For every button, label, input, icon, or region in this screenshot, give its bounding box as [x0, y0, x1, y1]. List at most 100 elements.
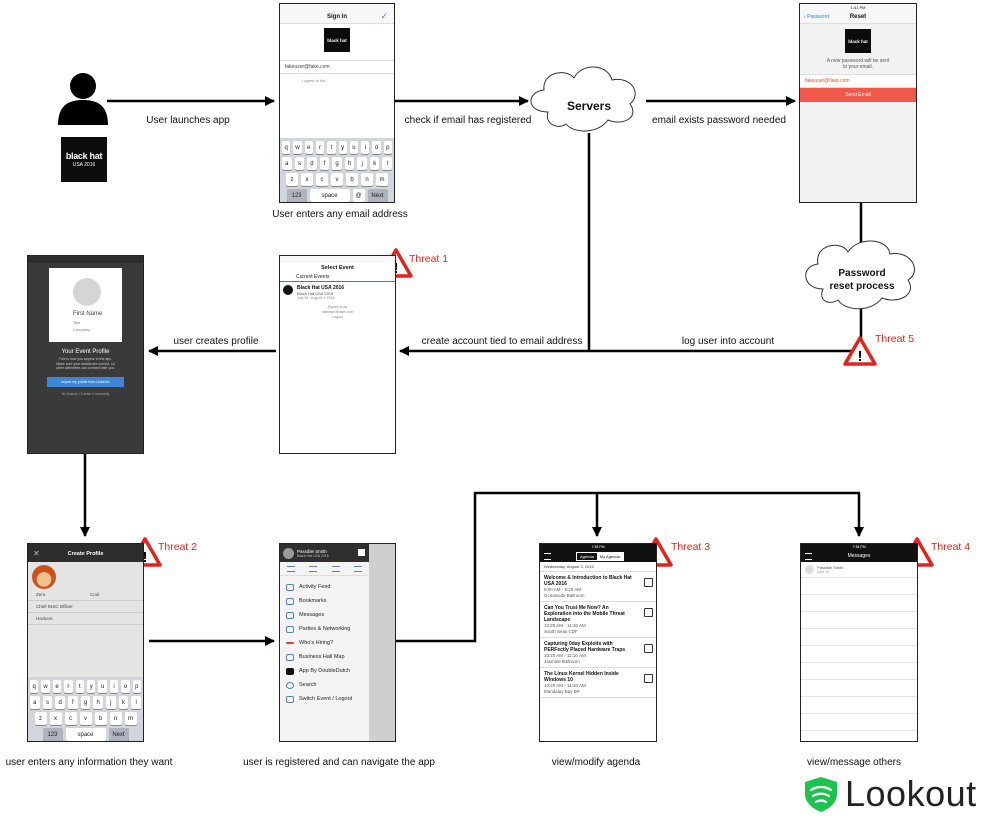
- menu-item-messages[interactable]: Messages: [280, 608, 369, 622]
- tab-agenda[interactable]: Agenda: [580, 554, 594, 559]
- key-v[interactable]: v: [79, 712, 92, 725]
- agenda-item[interactable]: The Linux Kernel Hidden Inside Windows 1…: [540, 668, 656, 698]
- key-q[interactable]: q: [29, 680, 39, 693]
- key-s[interactable]: s: [294, 157, 305, 170]
- create-keyboard[interactable]: q w e r t y u i o p a s d f g h j k l z …: [28, 677, 143, 741]
- key-v[interactable]: v: [331, 173, 343, 186]
- key-j[interactable]: j: [106, 696, 116, 709]
- key-d[interactable]: d: [55, 696, 65, 709]
- key-n[interactable]: n: [109, 712, 122, 725]
- skip-link[interactable]: No thanks, I'll enter it manually: [61, 391, 110, 396]
- key-n[interactable]: n: [361, 173, 373, 186]
- key-o[interactable]: o: [372, 141, 381, 154]
- key-h[interactable]: h: [93, 696, 104, 709]
- agenda-item[interactable]: Can You Trust Me Now? An Exploration int…: [540, 602, 656, 638]
- key-l[interactable]: l: [382, 157, 393, 170]
- agenda-item[interactable]: Capturing 0day Exploits with PERFectly P…: [540, 638, 656, 668]
- key-f[interactable]: f: [319, 157, 330, 170]
- agenda-item[interactable]: Welcome & Introduction to Black Hat USA …: [540, 572, 656, 602]
- key-q[interactable]: q: [282, 141, 291, 154]
- menu-item-activity-feed[interactable]: Activity Feed: [280, 580, 369, 594]
- import-linkedin-button[interactable]: Import my profile from LinkedIn: [47, 376, 124, 387]
- key-a[interactable]: a: [281, 157, 292, 170]
- reset-email-field[interactable]: fakeuser@fake.com: [800, 74, 916, 88]
- close-icon[interactable]: ✕: [33, 549, 40, 558]
- key-z[interactable]: z: [286, 173, 298, 186]
- key-d[interactable]: d: [307, 157, 317, 170]
- list-icon[interactable]: [309, 565, 318, 572]
- key-a[interactable]: a: [29, 696, 40, 709]
- key-p[interactable]: p: [132, 680, 142, 693]
- company-field[interactable]: Hackers: [28, 613, 143, 625]
- menu-item-doubledutch[interactable]: App By DoubleDutch: [280, 664, 369, 678]
- key-i[interactable]: i: [361, 141, 370, 154]
- menu-item-search[interactable]: Search: [280, 678, 369, 692]
- list-icon[interactable]: [353, 565, 362, 572]
- key-b[interactable]: b: [94, 712, 107, 725]
- key-g[interactable]: g: [80, 696, 91, 709]
- event-logout-link[interactable]: Logout: [332, 315, 343, 319]
- key-g[interactable]: g: [332, 157, 342, 170]
- key-c[interactable]: c: [316, 173, 328, 186]
- key-f[interactable]: f: [68, 696, 78, 709]
- key-space[interactable]: space: [65, 728, 106, 741]
- job-field[interactable]: Chief INSC Officer: [28, 601, 143, 613]
- key-next[interactable]: Next: [108, 728, 129, 741]
- message-row[interactable]: Passible Smith Sent 1d: [801, 562, 917, 578]
- key-i[interactable]: i: [109, 680, 119, 693]
- menu-user-header[interactable]: Passible Smith Black Hat USA 2016: [280, 544, 369, 562]
- tab-my-agenda[interactable]: My Agenda: [596, 553, 623, 560]
- menu-item-logout[interactable]: Switch Event / Logout: [280, 692, 369, 706]
- key-at[interactable]: @: [352, 189, 365, 202]
- event-row[interactable]: Black Hat USA 2016 Black Hat USA 2016 Ju…: [280, 282, 395, 303]
- key-x[interactable]: x: [49, 712, 62, 725]
- send-email-button[interactable]: Send Email: [800, 88, 916, 102]
- signin-keyboard[interactable]: q w e r t y u i o p a s d f g h j k l z …: [280, 138, 394, 202]
- profile-photo[interactable]: [32, 565, 56, 589]
- key-r[interactable]: r: [315, 141, 325, 154]
- first-name-field[interactable]: Zero Cool: [28, 589, 143, 601]
- key-t[interactable]: t: [327, 141, 336, 154]
- menu-item-hall-map[interactable]: Business Hall Map: [280, 650, 369, 664]
- key-l[interactable]: l: [131, 696, 142, 709]
- key-o[interactable]: o: [121, 680, 130, 693]
- reset-back-button[interactable]: ‹ Password: [804, 14, 830, 20]
- key-z[interactable]: z: [34, 712, 47, 725]
- key-m[interactable]: m: [376, 173, 388, 186]
- key-e[interactable]: e: [52, 680, 62, 693]
- key-k[interactable]: k: [369, 157, 380, 170]
- key-m[interactable]: m: [124, 712, 137, 725]
- calendar-icon[interactable]: [644, 578, 653, 587]
- menu-item-hiring[interactable]: Who's Hiring?: [280, 636, 369, 650]
- hamburger-icon[interactable]: [805, 553, 812, 560]
- signin-email-field[interactable]: fakeuser@fake.com: [280, 60, 394, 74]
- key-123[interactable]: 123: [286, 189, 307, 202]
- calendar-icon[interactable]: [644, 644, 653, 653]
- key-w[interactable]: w: [41, 680, 50, 693]
- key-x[interactable]: x: [301, 173, 313, 186]
- key-j[interactable]: j: [357, 157, 367, 170]
- key-u[interactable]: u: [349, 141, 359, 154]
- key-w[interactable]: w: [293, 141, 302, 154]
- calendar-icon[interactable]: [644, 608, 653, 617]
- key-c[interactable]: c: [64, 712, 77, 725]
- signin-agree[interactable]: I agree to the: [302, 78, 326, 83]
- key-e[interactable]: e: [304, 141, 313, 154]
- key-y[interactable]: y: [338, 141, 347, 154]
- key-y[interactable]: y: [87, 680, 96, 693]
- list-icon[interactable]: [287, 565, 296, 572]
- event-tab[interactable]: Current Events: [280, 273, 395, 282]
- key-t[interactable]: t: [75, 680, 84, 693]
- reset-back-label[interactable]: Password: [807, 14, 830, 20]
- key-next[interactable]: Next: [367, 189, 388, 202]
- key-r[interactable]: r: [64, 680, 73, 693]
- key-h[interactable]: h: [344, 157, 355, 170]
- key-space[interactable]: space: [309, 189, 350, 202]
- menu-item-parties[interactable]: Parties & Networking: [280, 622, 369, 636]
- qr-icon[interactable]: [358, 549, 365, 556]
- key-b[interactable]: b: [346, 173, 358, 186]
- checkmark-icon[interactable]: ✓: [380, 11, 388, 21]
- list-icon[interactable]: [331, 565, 340, 572]
- hamburger-icon[interactable]: [544, 553, 551, 560]
- key-p[interactable]: p: [383, 141, 392, 154]
